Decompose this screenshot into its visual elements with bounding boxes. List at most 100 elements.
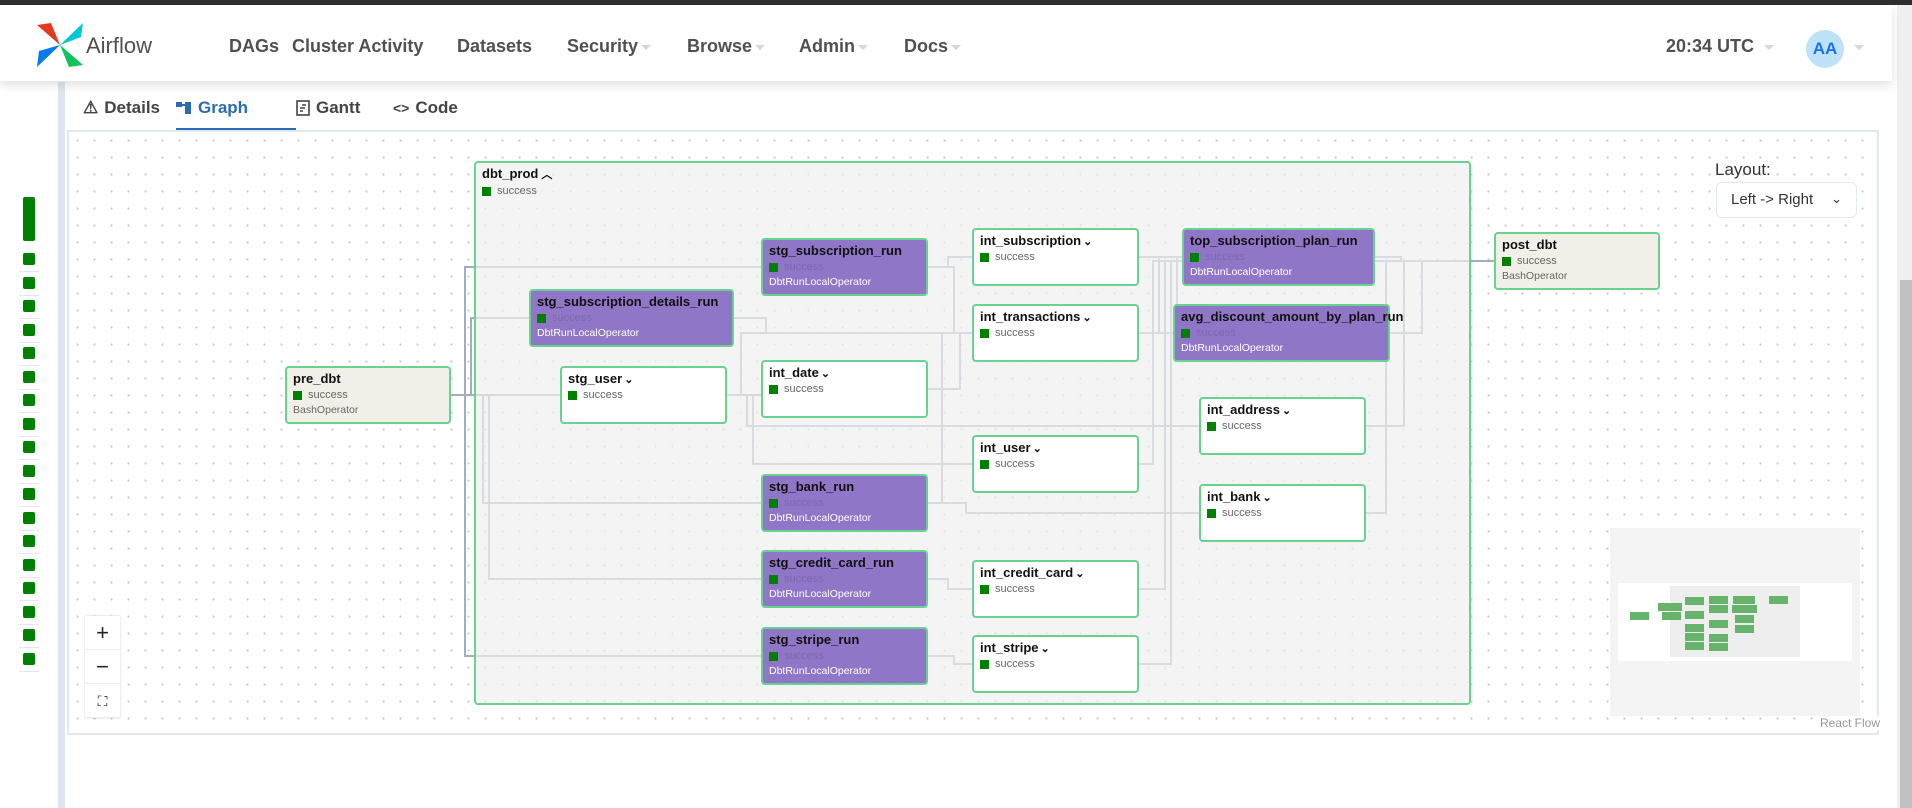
- chevron-down-icon[interactable]: ⌄: [1281, 405, 1292, 417]
- layout-select[interactable]: Left -> Right⌄: [1716, 182, 1857, 218]
- panel-divider[interactable]: [58, 82, 65, 808]
- node-label: avg_discount_amount_by_plan_run: [1181, 309, 1404, 324]
- brand-name[interactable]: Airflow: [86, 33, 153, 58]
- tab-gantt[interactable]: Gantt: [296, 98, 360, 118]
- row-divider: [19, 529, 39, 531]
- status-text: success: [995, 251, 1035, 263]
- node-int-subscription[interactable]: int_subscription⌄ success: [972, 228, 1139, 286]
- chevron-down-icon[interactable]: ⌄: [1262, 492, 1272, 504]
- react-flow-attribution[interactable]: React Flow: [1818, 716, 1883, 730]
- nav-cluster-activity[interactable]: Cluster Activity: [292, 36, 423, 57]
- timezone-clock[interactable]: 20:34 UTC: [1666, 36, 1775, 57]
- task-instance-square[interactable]: [23, 370, 35, 383]
- node-stg-user[interactable]: stg_user⌄success: [560, 366, 727, 424]
- minimap-node: [1684, 611, 1704, 620]
- status-text: success: [995, 583, 1035, 595]
- node-label: post_dbt: [1502, 237, 1557, 252]
- zoom-out-button[interactable]: −: [85, 650, 120, 684]
- task-instance-square[interactable]: [23, 253, 35, 265]
- operator-name: DbtRunLocalOperator: [769, 276, 872, 288]
- chevron-down-icon[interactable]: ⌄: [1032, 443, 1042, 455]
- task-instance-square[interactable]: [23, 535, 35, 547]
- minimap-node: [1735, 625, 1755, 634]
- status-square-icon: [769, 262, 778, 272]
- task-instance-square[interactable]: [23, 276, 35, 289]
- task-instance-square[interactable]: [23, 582, 35, 594]
- user-avatar[interactable]: AA: [1806, 30, 1844, 68]
- task-instance-square[interactable]: [23, 323, 35, 336]
- chevron-down-icon[interactable]: ⌄: [1075, 568, 1085, 580]
- nav-browse[interactable]: Browse: [687, 36, 766, 57]
- task-instance-square[interactable]: [23, 347, 35, 359]
- node-int-user[interactable]: int_user⌄success: [972, 435, 1139, 493]
- task-instance-square[interactable]: [23, 488, 35, 500]
- minimap-node: [1733, 596, 1756, 604]
- node-int-address[interactable]: int_address⌄success: [1199, 397, 1366, 455]
- zoom-in-button[interactable]: +: [85, 616, 120, 650]
- tab-details[interactable]: ⚠Details: [83, 98, 160, 118]
- airflow-logo-icon[interactable]: [37, 23, 83, 67]
- status-text: success: [583, 389, 623, 401]
- nav-docs[interactable]: Docs: [904, 36, 962, 57]
- task-instance-square[interactable]: [23, 464, 35, 477]
- node-label: stg_subscription_run: [769, 243, 902, 258]
- node-int-bank[interactable]: int_bank⌄success: [1199, 484, 1366, 542]
- status-square-icon: [482, 186, 491, 196]
- node-int-credit-card[interactable]: int_credit_card⌄success: [972, 560, 1139, 618]
- status-text: success: [1205, 251, 1245, 263]
- chevron-down-icon[interactable]: ⌄: [1040, 643, 1050, 655]
- operator-name: DbtRunLocalOperator: [769, 512, 872, 524]
- minimap-node: [1732, 604, 1758, 613]
- fit-view-button[interactable]: ⛶: [85, 684, 120, 718]
- dag-run-bar[interactable]: [23, 197, 35, 241]
- status-text: success: [784, 261, 824, 273]
- row-divider: [19, 647, 39, 648]
- minimap[interactable]: [1610, 528, 1860, 716]
- node-int-transactions[interactable]: int_transactions⌄success: [972, 304, 1139, 362]
- operator-name: BashOperator: [1502, 270, 1568, 282]
- chevron-down-icon[interactable]: ⌄: [1083, 236, 1093, 248]
- chevron-down-icon[interactable]: ⌄: [820, 368, 831, 380]
- caret-down-icon[interactable]: [1854, 45, 1864, 50]
- task-instance-square[interactable]: [23, 511, 35, 524]
- nav-label: Admin: [799, 36, 855, 56]
- nav-dags[interactable]: DAGs: [229, 36, 279, 57]
- scrollbar-thumb[interactable]: [1900, 280, 1912, 808]
- minimap-node: [1684, 633, 1704, 642]
- chevron-up-icon[interactable]: ︿: [538, 169, 553, 181]
- node-int-stripe[interactable]: int_stripe⌄success: [972, 635, 1139, 693]
- task-instance-square[interactable]: [23, 441, 35, 453]
- task-instance-square[interactable]: [23, 652, 35, 665]
- status-text: success: [1222, 507, 1262, 519]
- node-label: pre_dbt: [293, 371, 341, 386]
- tab-code[interactable]: <>Code: [393, 98, 458, 118]
- task-instance-square[interactable]: [23, 629, 35, 641]
- tab-graph[interactable]: Graph: [176, 98, 248, 118]
- node-label: int_subscription: [980, 233, 1082, 248]
- row-divider: [19, 435, 39, 437]
- task-instance-square[interactable]: [23, 417, 35, 430]
- task-instance-square[interactable]: [23, 605, 35, 618]
- operator-name: BashOperator: [293, 404, 359, 416]
- node-int-date[interactable]: int_date⌄success: [761, 360, 928, 418]
- graph-icon: [176, 102, 191, 114]
- chevron-down-icon[interactable]: ⌄: [624, 374, 634, 386]
- nav-datasets[interactable]: Datasets: [457, 36, 532, 57]
- task-instance-square[interactable]: [23, 394, 35, 406]
- task-instance-square[interactable]: [23, 558, 35, 571]
- nav-admin[interactable]: Admin: [799, 36, 868, 57]
- task-instance-square[interactable]: [23, 300, 35, 312]
- chevron-down-icon[interactable]: ⌄: [1082, 312, 1092, 324]
- nav-security[interactable]: Security: [567, 36, 652, 57]
- node-label: top_subscription_plan_run: [1190, 233, 1358, 248]
